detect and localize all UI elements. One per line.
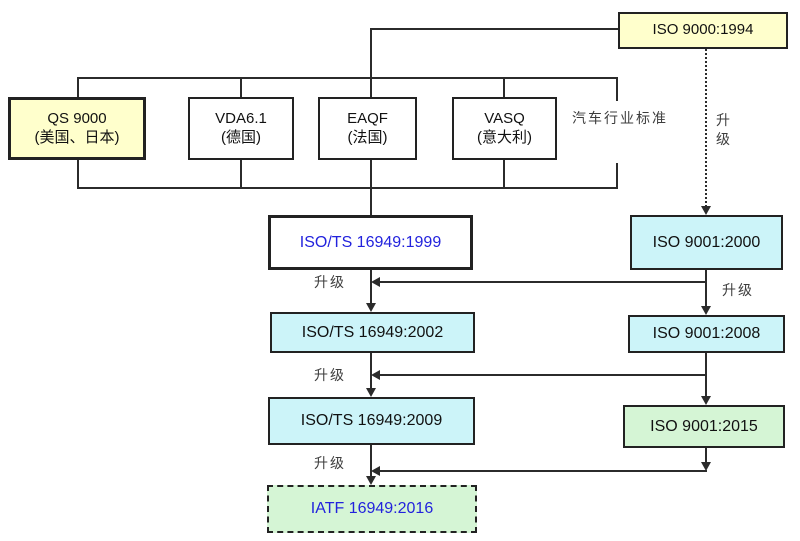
box-eaqf: EAQF (法国) xyxy=(318,97,417,160)
box-iso-ts-16949-2002-label: ISO/TS 16949:2002 xyxy=(301,323,444,341)
connector-vasq-top-stub xyxy=(503,77,505,97)
box-iso-9001-2015: ISO 9001:2015 xyxy=(623,405,785,448)
arrowhead-merge-3 xyxy=(371,466,380,476)
arrowhead-into-ts2002 xyxy=(366,303,376,312)
arrowhead-iso2015-tail xyxy=(701,462,711,471)
connector-merge-2 xyxy=(380,374,707,376)
box-iatf-16949-2016-label: IATF 16949:2016 xyxy=(310,500,434,517)
box-iso-9001-2000-label: ISO 9001:2000 xyxy=(652,233,761,251)
connector-ts2009-to-iatf2016 xyxy=(370,445,372,479)
box-vasq-name: VASQ xyxy=(484,109,525,127)
box-iso-ts-16949-1999-label: ISO/TS 16949:1999 xyxy=(299,233,442,251)
box-iso-9001-2008: ISO 9001:2008 xyxy=(628,315,785,353)
box-iso-9000-1994-label: ISO 9000:1994 xyxy=(652,21,754,39)
upgrade-label-left-2: 升级 xyxy=(314,367,346,383)
box-iso-ts-16949-2002: ISO/TS 16949:2002 xyxy=(270,312,475,353)
arrowhead-merge-1 xyxy=(371,277,380,287)
upgrade-label-left-1: 升级 xyxy=(314,274,346,290)
box-qs-9000-name: QS 9000 xyxy=(47,109,107,127)
arrowhead-merge-2 xyxy=(371,370,380,380)
box-iso-ts-16949-1999: ISO/TS 16949:1999 xyxy=(268,215,473,270)
box-eaqf-region: (法国) xyxy=(347,128,388,146)
connector-qs9000-top-stub xyxy=(77,77,79,97)
box-vda6-1-region: (德国) xyxy=(221,128,261,146)
box-vasq-region: (意大利) xyxy=(477,128,532,146)
auto-industry-standard-label: 汽车行业标准 xyxy=(572,110,668,126)
arrowhead-into-ts2009 xyxy=(366,388,376,397)
connector-bottom-bus xyxy=(77,187,618,189)
box-iso-9001-2015-label: ISO 9001:2015 xyxy=(650,417,758,435)
arrowhead-into-iatf2016 xyxy=(366,476,376,485)
upgrade-label-vertical: 升 级 xyxy=(716,111,730,149)
upgrade-label-vertical-char-1: 升 xyxy=(716,112,730,128)
connector-vasq-bottom-stub xyxy=(503,160,505,189)
upgrade-label-left-3: 升级 xyxy=(314,455,346,471)
box-qs-9000: QS 9000 (美国、日本) xyxy=(8,97,146,160)
box-iso-9001-2000: ISO 9001:2000 xyxy=(630,215,783,270)
connector-top-horizontal xyxy=(370,28,618,30)
box-iso-ts-16949-2009: ISO/TS 16949:2009 xyxy=(268,397,475,445)
connector-top-vertical xyxy=(370,28,372,97)
connector-vda-bottom-stub xyxy=(240,160,242,189)
connector-bracket-bottom-stub xyxy=(616,163,618,189)
box-iatf-16949-2016: IATF 16949:2016 xyxy=(267,485,477,533)
connector-top-bus xyxy=(77,77,618,79)
box-eaqf-name: EAQF xyxy=(347,109,388,127)
box-vda6-1: VDA6.1 (德国) xyxy=(188,97,294,160)
arrowhead-into-iso2015 xyxy=(701,396,711,405)
box-vda6-1-name: VDA6.1 xyxy=(215,109,267,127)
connector-vda-top-stub xyxy=(240,77,242,97)
connector-dotted-iso9000-to-iso9001 xyxy=(705,49,707,207)
box-iso-ts-16949-2009-label: ISO/TS 16949:2009 xyxy=(300,412,443,429)
box-iso-9000-1994: ISO 9000:1994 xyxy=(618,12,788,49)
connector-qs9000-bottom-stub xyxy=(77,160,79,189)
connector-bracket-top-stub xyxy=(616,77,618,101)
connector-iso2015-tail xyxy=(705,448,707,464)
arrowhead-into-iso9001-2000 xyxy=(701,206,711,215)
box-vasq: VASQ (意大利) xyxy=(452,97,557,160)
connector-ts1999-to-ts2002 xyxy=(370,270,372,306)
connector-merge-3 xyxy=(380,470,707,472)
box-iso-9001-2008-label: ISO 9001:2008 xyxy=(652,325,761,342)
connector-merge-1 xyxy=(380,281,707,283)
upgrade-label-vertical-char-2: 级 xyxy=(716,131,730,147)
upgrade-label-right-1: 升级 xyxy=(722,282,754,298)
arrowhead-into-iso2008 xyxy=(701,306,711,315)
connector-iso2000-to-iso2008 xyxy=(705,270,707,308)
box-qs-9000-region: (美国、日本) xyxy=(34,128,120,146)
